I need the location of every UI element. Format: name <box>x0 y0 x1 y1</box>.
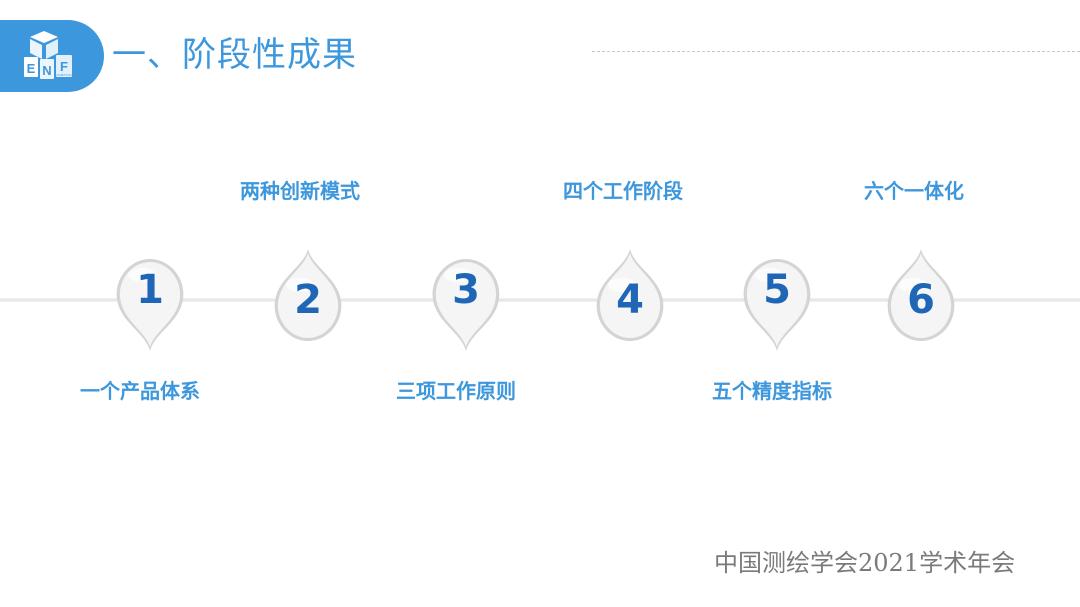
header-divider <box>592 51 1080 52</box>
stage-number: 3 <box>452 267 480 313</box>
drop-shape <box>596 249 664 341</box>
stage-number: 2 <box>294 277 322 323</box>
stage-marker-5: 5 <box>737 245 817 355</box>
logo-letter-e: E <box>27 61 36 76</box>
stage-number: 5 <box>763 267 791 313</box>
stage-label-6: 六个一体化 <box>864 179 964 203</box>
stage-label-1: 一个产品体系 <box>80 379 200 403</box>
page-title: 一、阶段性成果 <box>112 35 357 75</box>
stage-number: 1 <box>136 267 164 313</box>
stage-label-3: 三项工作原则 <box>396 379 516 403</box>
stage-label-5: 五个精度指标 <box>712 379 832 403</box>
logo-letter-n: N <box>42 63 51 78</box>
footer-text: 中国测绘学会2021学术年会 <box>714 549 1016 577</box>
stage-label-2: 两种创新模式 <box>240 179 360 203</box>
drop-shape <box>743 259 811 351</box>
stage-number: 4 <box>616 277 644 323</box>
timeline-line <box>0 298 1080 302</box>
logo-letter-f: F <box>60 59 68 74</box>
stage-marker-3: 3 <box>426 245 506 355</box>
drop-shape <box>116 259 184 351</box>
drop-shape <box>274 249 342 341</box>
stage-marker-1: 1 <box>110 245 190 355</box>
stage-marker-4: 4 <box>590 245 670 355</box>
logo-subtext: NUMXYUN <box>56 73 71 77</box>
stage-number: 6 <box>907 277 935 323</box>
stage-marker-6: 6 <box>881 245 961 355</box>
drop-shape <box>887 249 955 341</box>
stage-label-4: 四个工作阶段 <box>563 179 683 203</box>
company-logo-icon: E N F NUMXYUN <box>24 31 72 79</box>
drop-shape <box>432 259 500 351</box>
stage-marker-2: 2 <box>268 245 348 355</box>
